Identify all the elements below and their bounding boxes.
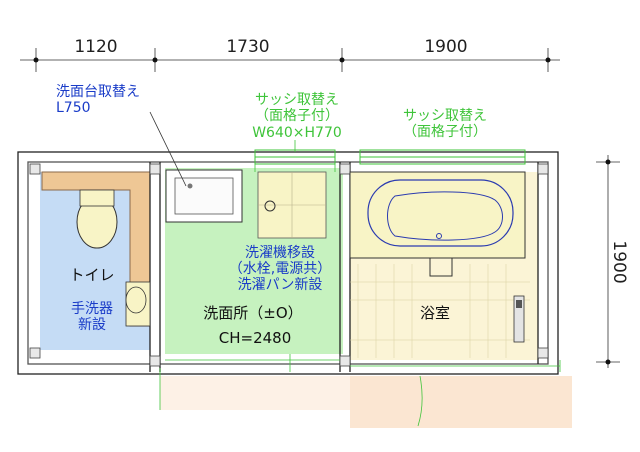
vanity-bowl <box>174 177 234 215</box>
dim-top-3: 1900 <box>424 37 467 57</box>
wall-fills <box>29 163 549 367</box>
note-sash-left-line2: （面格子付） <box>255 108 339 124</box>
outside-area <box>350 376 572 428</box>
room-ceiling-height: CH=2480 <box>219 329 292 347</box>
room-washroom: 洗面所（±O） <box>203 304 302 322</box>
dim-top-1: 1120 <box>74 37 117 57</box>
washer-pan-grid <box>258 172 326 238</box>
construction-lines <box>159 164 561 427</box>
bath-tile-grid <box>350 264 530 358</box>
outside-area-left <box>160 376 350 410</box>
vanity-faucet <box>187 183 193 189</box>
walls <box>17 151 559 375</box>
bath-tub-basin <box>387 191 503 241</box>
bath-mixer <box>516 300 522 308</box>
toilet-tank <box>79 189 115 207</box>
note-sash-right-line2: （面格子付） <box>403 124 487 140</box>
note-sash-left-line3: W640×H770 <box>252 125 342 141</box>
note-washer-line1: 洗濯機移設 <box>245 245 315 261</box>
dim-right: 1900 <box>609 240 629 283</box>
room-toilet: トイレ <box>69 266 114 284</box>
room-bath: 浴室 <box>420 304 450 322</box>
note-sash-left-line1: サッシ取替え <box>255 92 339 108</box>
note-sink-line2: L750 <box>56 100 91 116</box>
bath-step <box>429 257 453 277</box>
washer-drain <box>264 200 276 212</box>
bath-faucet-panel <box>513 295 525 343</box>
note-handwash-line2: 新設 <box>78 317 106 333</box>
hand-washer-bowl <box>125 286 147 314</box>
note-sink-line1: 洗面台取替え <box>56 84 140 100</box>
window-bath <box>359 149 526 165</box>
bath-tub-rim <box>367 179 514 247</box>
note-washer-line2: （水栓,電源共） <box>229 261 331 277</box>
note-washer-line3: 洗濯パン新設 <box>238 277 323 293</box>
bath-drain <box>436 233 442 239</box>
dim-top-2: 1730 <box>226 37 269 57</box>
note-handwash-line1: 手洗器 <box>71 301 113 317</box>
note-sash-right-line1: サッシ取替え <box>403 108 487 124</box>
dimension-ticks <box>33 57 611 365</box>
leader-sink <box>149 111 187 187</box>
